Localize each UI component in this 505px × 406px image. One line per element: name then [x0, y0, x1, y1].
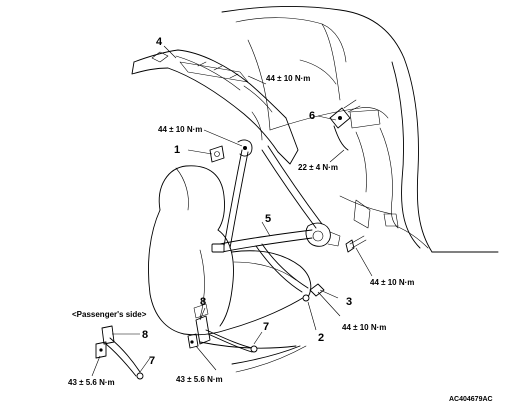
floor-anchors [302, 235, 367, 302]
callout-part-5: 5 [265, 213, 271, 225]
callout-part-8-inset: 8 [142, 329, 148, 341]
callout-part-7-main: 7 [263, 321, 269, 333]
figure-id: AC404679AC [449, 396, 493, 403]
torque-upper-trim: 44 ± 10 N·m [266, 74, 310, 83]
torque-buckle-inset: 43 ± 5.6 N·m [68, 378, 115, 387]
seat-buckle-main [187, 303, 258, 353]
upper-trim-panel [131, 49, 299, 165]
torque-floor-anchor: 44 ± 10 N·m [342, 323, 386, 332]
callout-part-8-main: 8 [200, 296, 206, 308]
torque-shoulder-anchor: 44 ± 10 N·m [158, 125, 202, 134]
callout-part-4: 4 [156, 36, 163, 48]
shoulder-guide [209, 139, 253, 163]
torque-floor-rear: 44 ± 10 N·m [370, 278, 414, 287]
leader-lines [91, 45, 373, 377]
torque-buckle-main: 43 ± 5.6 N·m [176, 375, 223, 384]
torque-pillar: 22 ± 4 N·m [298, 163, 338, 172]
callout-part-7-inset: 7 [149, 355, 155, 367]
inset-caption: <Passenger's side> [72, 310, 147, 319]
callout-part-2: 2 [318, 332, 324, 344]
pillar-anchor [329, 99, 361, 151]
seat-outline [148, 165, 312, 373]
callout-part-1: 1 [174, 144, 180, 156]
inset-buckle [95, 325, 144, 380]
callout-part-6: 6 [309, 110, 315, 122]
seat-belt-webbing [211, 145, 323, 293]
vehicle-body-outline [221, 5, 499, 253]
callout-part-3: 3 [346, 296, 352, 308]
retractor [305, 222, 341, 247]
